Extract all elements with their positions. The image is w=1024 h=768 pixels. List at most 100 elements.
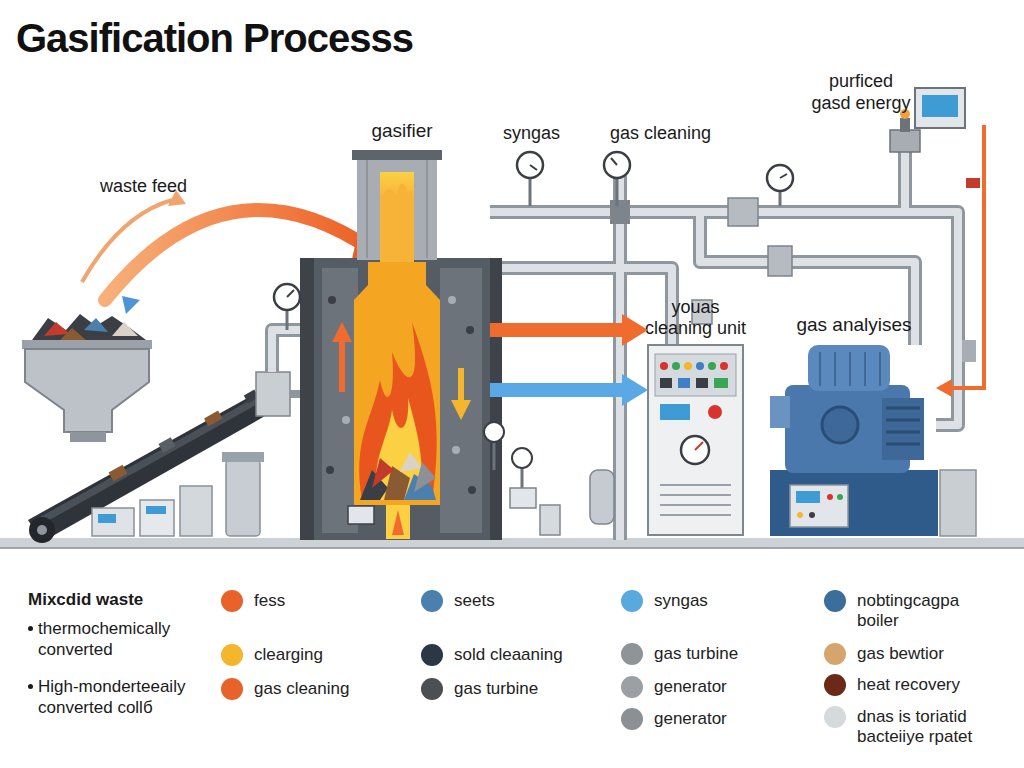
cleaning-cabinet	[678, 378, 690, 388]
analyser-pump	[940, 470, 976, 536]
legend-swatch	[621, 708, 643, 730]
analyser-pump	[849, 352, 851, 386]
bullet-dot	[28, 684, 33, 689]
conveyor-belt	[204, 411, 222, 427]
pressure-gauge	[529, 178, 532, 206]
analyser-pump	[886, 419, 920, 422]
arrow-shaft	[490, 383, 624, 397]
gasifier-vessel	[448, 296, 456, 304]
gasifier-vessel	[392, 510, 404, 535]
legend-swatch	[221, 678, 243, 700]
analyser-pump	[819, 352, 821, 386]
pressure-gauge	[611, 158, 617, 165]
waste-hopper	[22, 340, 152, 349]
energy-flow-line	[936, 379, 952, 397]
analyser-pump	[808, 345, 890, 391]
legend-text: seets	[454, 591, 624, 611]
text-label: waste feed	[100, 175, 187, 197]
cleaning-cabinet	[684, 362, 692, 370]
analyser-pump	[797, 512, 803, 518]
diagram-title: Gasification Processs	[16, 14, 413, 62]
gasifier-vessel	[468, 486, 476, 494]
pipework	[272, 330, 300, 372]
legend-text: gas turbine	[454, 679, 624, 699]
analyser-pump	[790, 485, 848, 527]
floor-line	[0, 538, 1024, 549]
floor-devices	[92, 508, 134, 536]
gasifier-vessel	[300, 150, 502, 540]
legend-text: sold cleaaning	[454, 645, 624, 665]
gasifier-vessel	[300, 258, 314, 540]
gasifier-vessel	[452, 446, 460, 454]
floor-line	[0, 547, 1024, 549]
waste-hopper	[25, 349, 149, 432]
conveyor-belt	[37, 525, 47, 535]
gasifier-vessel	[314, 258, 490, 540]
cleaning-cabinet	[696, 378, 708, 388]
cleaning-cabinet	[660, 378, 672, 388]
arrow-shaft	[490, 323, 624, 337]
analyser-pump	[886, 407, 920, 410]
pressure-gauge	[484, 422, 504, 442]
waste-hopper	[84, 318, 108, 332]
pressure-gauge	[512, 448, 532, 468]
floor-devices	[180, 486, 212, 536]
analyser-pump	[879, 352, 881, 386]
cleaning-cabinet	[660, 362, 668, 370]
conveyor-belt	[28, 382, 290, 543]
analyser-pump	[770, 396, 790, 428]
legend-swatch	[824, 643, 846, 665]
energy-flow-line	[952, 125, 984, 388]
analyser-pump	[886, 431, 920, 434]
text-label: gas cleaning	[610, 122, 711, 144]
pipework	[272, 88, 980, 540]
waste-hopper	[70, 432, 106, 442]
arrow-head	[622, 314, 648, 346]
legend-swatch	[421, 644, 443, 666]
cleaning-cabinet	[660, 404, 690, 420]
gasifier-vessel	[490, 258, 502, 540]
waste-hopper	[32, 314, 146, 340]
floor-devices	[92, 372, 314, 536]
gasifier-vessel	[322, 268, 358, 533]
legend-text: generator	[654, 709, 824, 729]
pressure-gauge	[287, 290, 294, 297]
waste-hopper	[112, 322, 138, 336]
pressure-gauge	[274, 284, 300, 310]
analyser-pump	[834, 352, 836, 386]
cleaning-cabinet	[695, 442, 703, 450]
pipework	[905, 212, 958, 425]
legend-text: gas turbine	[654, 644, 824, 664]
floor-line	[0, 538, 1024, 547]
pressure-gauge	[604, 152, 630, 178]
gasifier-vessel	[400, 452, 422, 472]
gasifier-vessel	[372, 458, 394, 488]
text-label: syngas	[503, 122, 560, 144]
arrow-head	[622, 374, 648, 406]
pipework	[890, 130, 920, 152]
pressure-gauge	[780, 174, 787, 178]
gasifier-vessel	[386, 505, 410, 539]
conveyor-belt	[158, 437, 175, 453]
flow-arrow	[490, 314, 648, 346]
legend-swatch	[421, 590, 443, 612]
waste-hopper	[22, 314, 152, 442]
node-heading: youas cleaning unit	[641, 297, 751, 339]
pressure-gauge	[767, 165, 793, 191]
analyser-pump	[796, 491, 820, 503]
text-label: High-monderteeaily converted collб	[38, 676, 210, 718]
legend-text: syngas	[654, 591, 824, 611]
gasifier-vessel	[414, 462, 436, 492]
cleaning-cabinet	[660, 484, 731, 486]
gasifier-vessel	[328, 296, 336, 304]
legend-text: gas cleaning	[254, 679, 414, 699]
gasifier-vessel	[380, 183, 414, 262]
legend-text: gas bewtior	[857, 644, 1017, 664]
pipework	[915, 88, 965, 128]
cleaning-cabinet	[540, 505, 560, 535]
pipework	[272, 150, 958, 540]
legend-text: dnas is toriatid bacteiiye rpatet	[857, 707, 989, 747]
pipework	[272, 150, 958, 540]
analyser-pump	[770, 345, 976, 536]
